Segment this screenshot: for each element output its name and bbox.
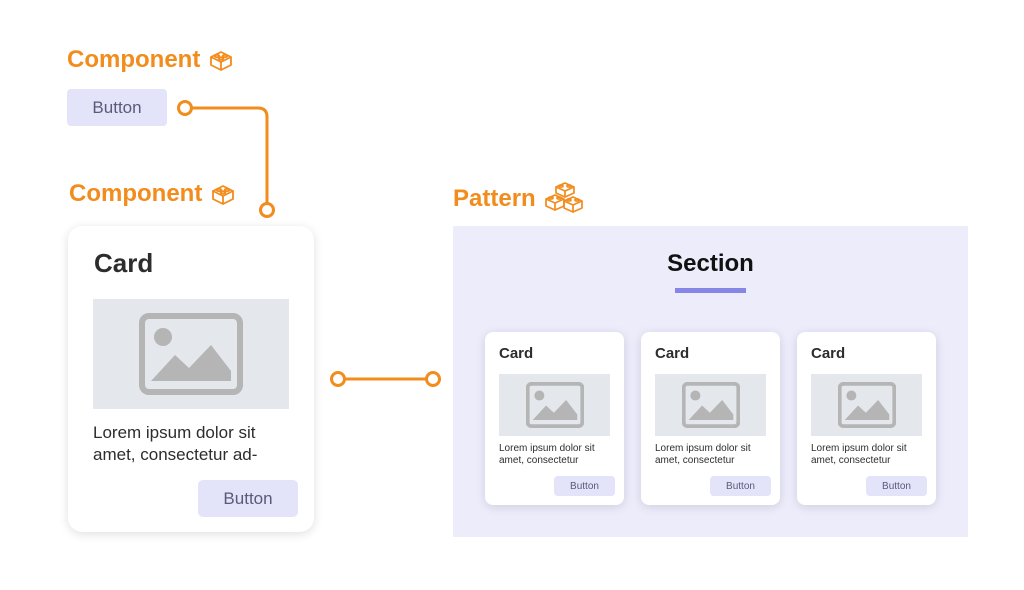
pattern-card-button-label: Button bbox=[570, 480, 599, 492]
connector-node-start bbox=[177, 100, 193, 116]
pattern-card-text-line-2: amet, consectetur bbox=[499, 455, 579, 466]
card-button[interactable]: Button bbox=[198, 480, 298, 517]
pattern-card-text-line-2: amet, consectetur bbox=[811, 455, 891, 466]
connector-node-end bbox=[259, 202, 275, 218]
pattern-card-text-line-1: Lorem ipsum dolor sit bbox=[655, 443, 751, 454]
image-placeholder-icon bbox=[139, 313, 243, 395]
pattern-card-text: Lorem ipsum dolor sit amet, consectetur bbox=[811, 443, 907, 467]
pattern-card-text-line-2: amet, consectetur bbox=[655, 455, 735, 466]
pattern-card-text: Lorem ipsum dolor sit amet, consectetur bbox=[499, 443, 595, 467]
pattern-heading: Pattern bbox=[453, 180, 584, 218]
pattern-card-title: Card bbox=[655, 345, 690, 362]
section-title-underline bbox=[675, 288, 746, 293]
pattern-heading-text: Pattern bbox=[453, 185, 536, 212]
component-button-label: Button bbox=[92, 97, 142, 117]
lego-brick-icon bbox=[212, 185, 235, 205]
card-text: Lorem ipsum dolor sit amet, consectetur … bbox=[93, 422, 257, 466]
top-component-heading: Component bbox=[67, 46, 234, 74]
pattern-card-button-label: Button bbox=[882, 480, 911, 492]
card-component-heading-text: Component bbox=[69, 180, 203, 207]
card-image bbox=[93, 299, 289, 409]
card-text-line-1: Lorem ipsum dolor sit bbox=[93, 423, 256, 442]
pattern-card-image bbox=[811, 374, 922, 436]
top-component-heading-text: Component bbox=[67, 46, 201, 73]
pattern-card-button[interactable]: Button bbox=[554, 476, 615, 496]
component-button[interactable]: Button bbox=[67, 89, 167, 126]
pattern-card-image bbox=[499, 374, 610, 436]
pattern-card-button[interactable]: Button bbox=[866, 476, 927, 496]
pattern-card-text: Lorem ipsum dolor sit amet, consectetur bbox=[655, 443, 751, 467]
pattern-card-title: Card bbox=[499, 345, 534, 362]
card-component-heading: Component bbox=[69, 180, 236, 208]
image-placeholder-icon bbox=[837, 382, 896, 428]
lego-bricks-stack-icon bbox=[544, 182, 583, 213]
pattern-card-image bbox=[655, 374, 766, 436]
pattern-card-1: Card Lorem ipsum dolor sit amet, consect… bbox=[485, 332, 624, 505]
pattern-card-button[interactable]: Button bbox=[710, 476, 771, 496]
connector-node-left bbox=[330, 371, 346, 387]
card-text-line-2: amet, consectetur ad- bbox=[93, 445, 258, 464]
image-placeholder-icon bbox=[681, 382, 740, 428]
card-title: Card bbox=[94, 248, 154, 278]
lego-brick-icon bbox=[210, 51, 233, 71]
pattern-section: Section Card Lorem ipsum dolor sit amet,… bbox=[453, 226, 968, 537]
card-button-label: Button bbox=[223, 488, 273, 508]
pattern-card-2: Card Lorem ipsum dolor sit amet, consect… bbox=[641, 332, 780, 505]
card-component: Card Lorem ipsum dolor sit amet, consect… bbox=[68, 226, 314, 532]
section-title: Section bbox=[667, 250, 754, 277]
pattern-card-title: Card bbox=[811, 345, 846, 362]
pattern-card-3: Card Lorem ipsum dolor sit amet, consect… bbox=[797, 332, 936, 505]
pattern-card-text-line-1: Lorem ipsum dolor sit bbox=[811, 443, 907, 454]
image-placeholder-icon bbox=[525, 382, 584, 428]
connector-node-right bbox=[425, 371, 441, 387]
pattern-card-button-label: Button bbox=[726, 480, 755, 492]
pattern-card-text-line-1: Lorem ipsum dolor sit bbox=[499, 443, 595, 454]
